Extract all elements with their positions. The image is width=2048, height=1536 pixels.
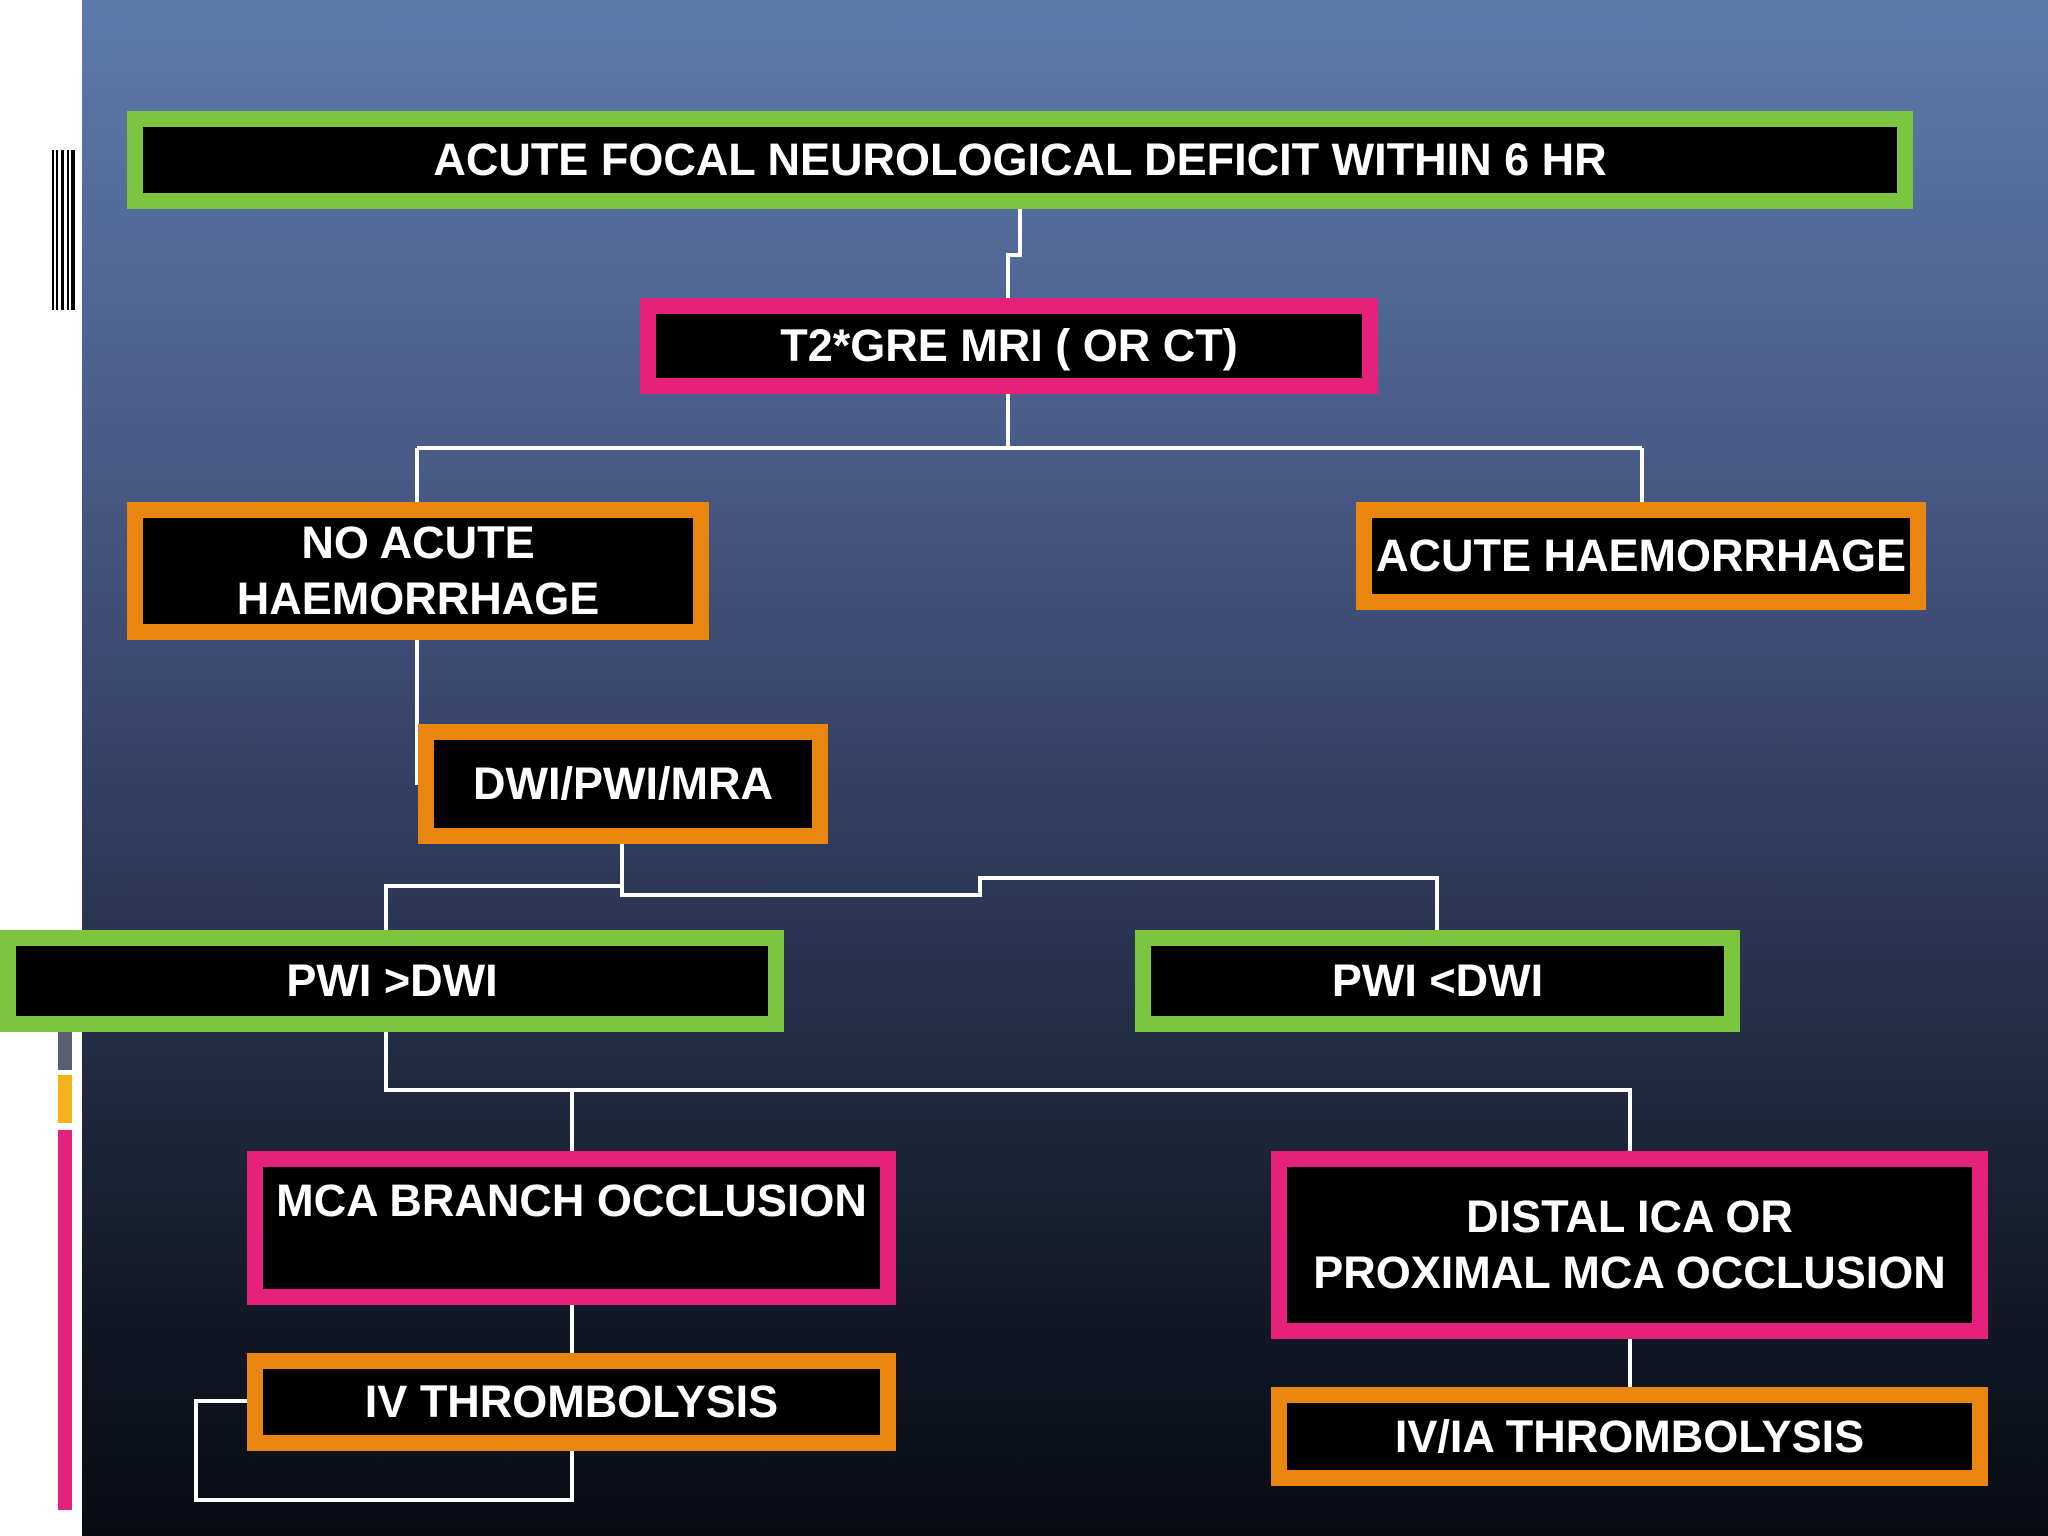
node-iv-thrombolysis: IV THROMBOLYSIS bbox=[247, 1353, 896, 1451]
node-haemorrhage-label: ACUTE HAEMORRHAGE bbox=[1375, 530, 1906, 581]
accent-bar-pink bbox=[58, 1130, 72, 1510]
connector-iv-loop bbox=[194, 1399, 574, 1502]
node-imaging: T2*GRE MRI ( OR CT) bbox=[640, 298, 1378, 394]
node-haemorrhage: ACUTE HAEMORRHAGE bbox=[1356, 502, 1926, 610]
node-pwi-lt-dwi: PWI <DWI bbox=[1135, 930, 1740, 1032]
node-mca-branch-label: MCA BRANCH OCCLUSION bbox=[276, 1175, 867, 1226]
node-iv-thrombolysis-label: IV THROMBOLYSIS bbox=[364, 1376, 779, 1427]
connector-dwi-to-pwi-gt bbox=[384, 884, 622, 930]
node-imaging-label: T2*GRE MRI ( OR CT) bbox=[780, 320, 1238, 371]
node-acute-deficit-label: ACUTE FOCAL NEUROLOGICAL DEFICIT WITHIN … bbox=[433, 134, 1607, 185]
node-dwi-pwi-mra-label: DWI/PWI/MRA bbox=[473, 758, 773, 809]
node-pwi-lt-dwi-label: PWI <DWI bbox=[1331, 955, 1544, 1006]
node-dwi-pwi-mra: DWI/PWI/MRA bbox=[418, 724, 828, 844]
node-distal-ica-label: DISTAL ICA OR PROXIMAL MCA OCCLUSION bbox=[1313, 1191, 1946, 1298]
node-no-haemorrhage: NO ACUTE HAEMORRHAGE bbox=[127, 502, 709, 640]
node-iv-ia-thrombolysis-label: IV/IA THROMBOLYSIS bbox=[1394, 1410, 1865, 1462]
node-pwi-gt-dwi-label: PWI >DWI bbox=[286, 955, 498, 1006]
node-distal-ica: DISTAL ICA OR PROXIMAL MCA OCCLUSION bbox=[1271, 1151, 1988, 1339]
connector-pwi-gt-down bbox=[384, 1030, 1632, 1152]
node-iv-ia-thrombolysis: IV/IA THROMBOLYSIS bbox=[1271, 1387, 1988, 1486]
barcode-decoration bbox=[50, 150, 75, 310]
connector-dwi-split bbox=[620, 842, 1439, 930]
node-no-haemorrhage-label: NO ACUTE HAEMORRHAGE bbox=[236, 517, 600, 624]
accent-bar-yellow bbox=[58, 1075, 72, 1123]
node-pwi-gt-dwi: PWI >DWI bbox=[0, 930, 784, 1032]
node-acute-deficit: ACUTE FOCAL NEUROLOGICAL DEFICIT WITHIN … bbox=[127, 111, 1913, 209]
accent-bar-gray bbox=[58, 1030, 72, 1070]
connector-deficit-to-imaging bbox=[1006, 208, 1022, 300]
node-mca-branch: MCA BRANCH OCCLUSION bbox=[247, 1151, 896, 1305]
